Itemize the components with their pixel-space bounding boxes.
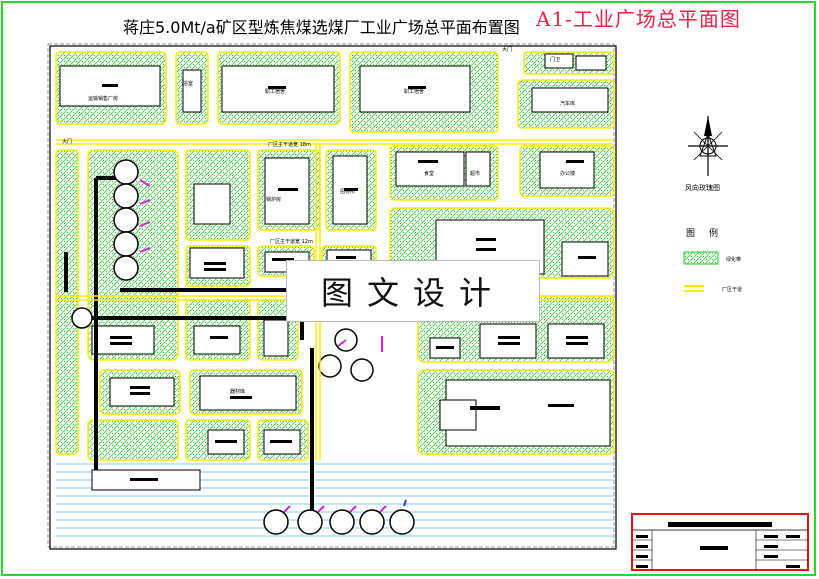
- title-block: [631, 513, 809, 571]
- watermark: 图文设计: [286, 260, 540, 322]
- conveyors: [82, 176, 500, 520]
- building-label-bars: [64, 84, 596, 481]
- buildings: [59, 53, 611, 491]
- silo-accents: [139, 179, 387, 513]
- north-arrow-icon: [688, 116, 728, 176]
- legend-green-swatch: [683, 251, 719, 265]
- north-arrow-label: 风向玫瑰图: [685, 184, 720, 192]
- legend-title: 图例: [686, 229, 733, 239]
- site-boundary: [49, 45, 617, 550]
- silos: [71, 159, 415, 535]
- legend-road-label: 厂区干道: [722, 287, 743, 293]
- drawing-title: 蒋庄5.0Mt/a矿区型炼焦煤选煤厂工业广场总平面布置图: [123, 18, 520, 37]
- sheet-title: A1-工业广场总平面图: [536, 7, 741, 31]
- legend-green-label: 绿化带: [726, 257, 742, 263]
